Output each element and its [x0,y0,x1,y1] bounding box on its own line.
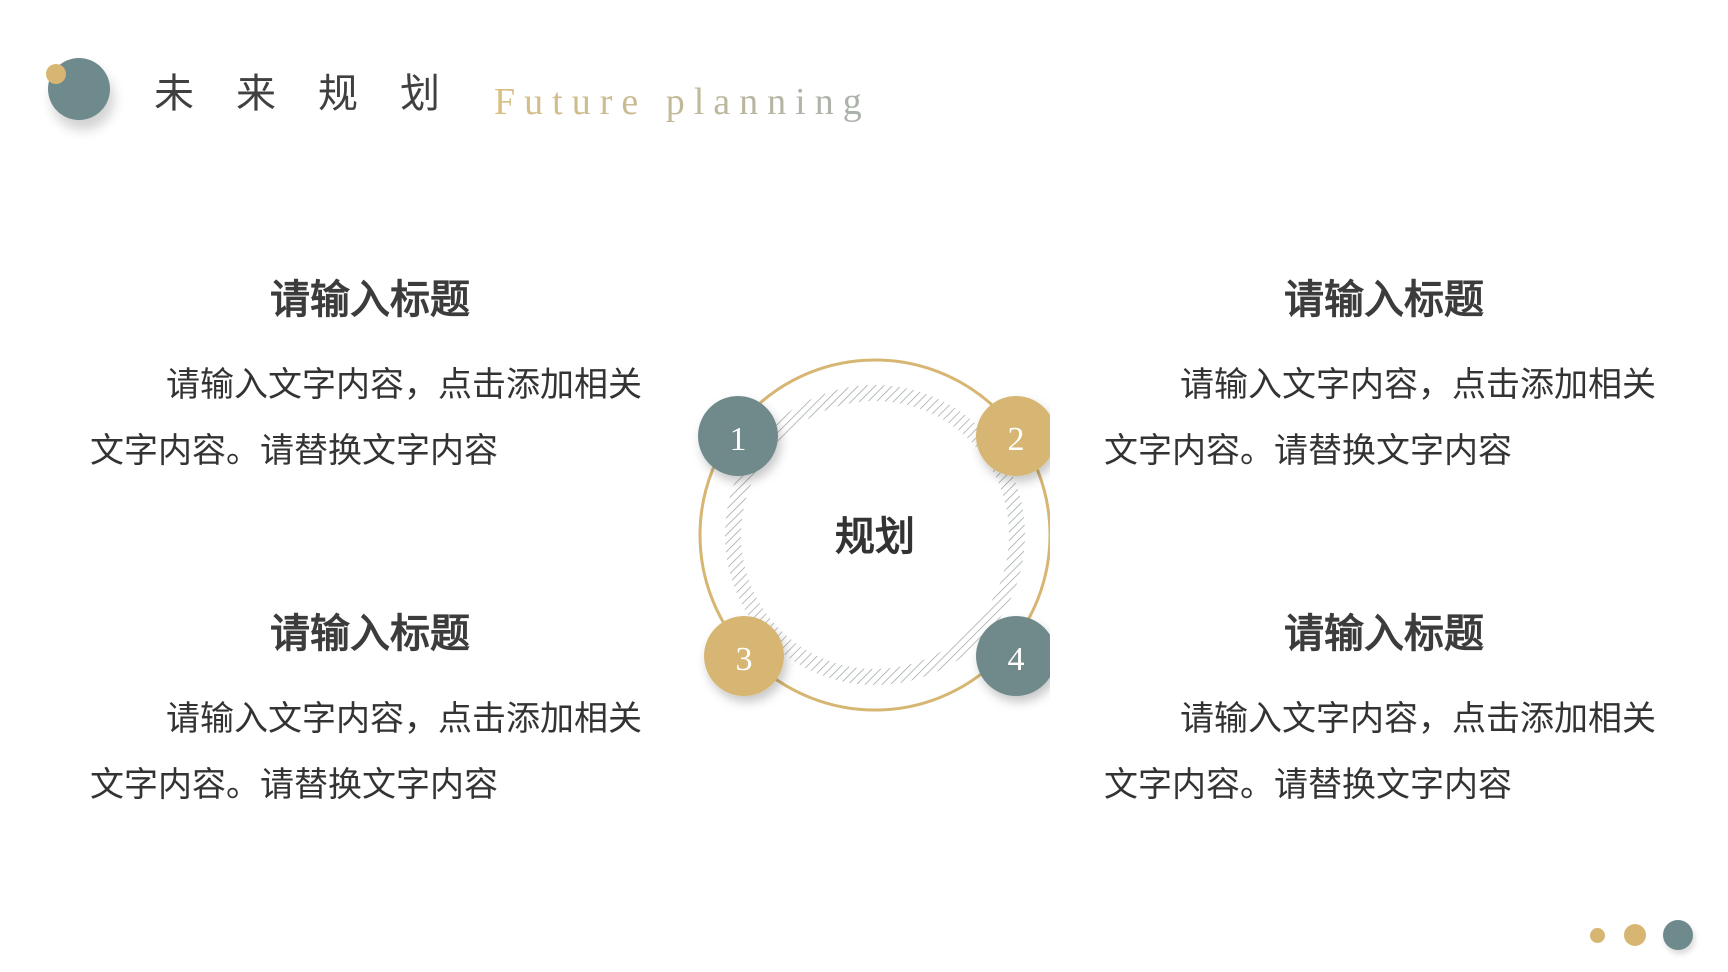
decor-dot-small [1590,928,1605,943]
block-heading[interactable]: 请输入标题 [1284,276,1484,323]
content-block-2: 请输入标题 请输入文字内容，点击添加相关文字内容。请替换文字内容 [1104,274,1664,484]
block-heading[interactable]: 请输入标题 [270,610,470,657]
outer-ring [698,358,1050,712]
node-4-label: 4 [1008,641,1025,678]
node-1-label: 1 [730,421,747,458]
center-label: 规划 [835,513,915,560]
logo-dot [46,64,66,84]
content-block-3: 请输入标题 请输入文字内容，点击添加相关文字内容。请替换文字内容 [90,608,650,818]
content-block-4: 请输入标题 请输入文字内容，点击添加相关文字内容。请替换文字内容 [1104,608,1664,818]
decor-dot-large [1663,920,1693,950]
block-heading[interactable]: 请输入标题 [1284,610,1484,657]
block-body[interactable]: 请输入文字内容，点击添加相关文字内容。请替换文字内容 [1104,365,1656,471]
page-title: 未来规划 [154,71,482,117]
center-diagram: 规划 1 2 3 4 [698,358,1050,712]
node-4-circle[interactable] [976,616,1050,696]
block-heading[interactable]: 请输入标题 [270,276,470,323]
node-2-label: 2 [1008,421,1025,458]
node-3-label: 3 [736,641,753,678]
node-3-circle[interactable] [704,616,784,696]
hatched-ring [725,385,1025,685]
node-2-circle[interactable] [976,396,1050,476]
block-body[interactable]: 请输入文字内容，点击添加相关文字内容。请替换文字内容 [90,699,642,805]
page-subtitle: Future planning [494,76,871,128]
node-1-circle[interactable] [698,396,778,476]
content-block-1: 请输入标题 请输入文字内容，点击添加相关文字内容。请替换文字内容 [90,274,650,484]
decor-dot-medium [1624,924,1646,946]
block-body[interactable]: 请输入文字内容，点击添加相关文字内容。请替换文字内容 [90,365,642,471]
block-body[interactable]: 请输入文字内容，点击添加相关文字内容。请替换文字内容 [1104,699,1656,805]
